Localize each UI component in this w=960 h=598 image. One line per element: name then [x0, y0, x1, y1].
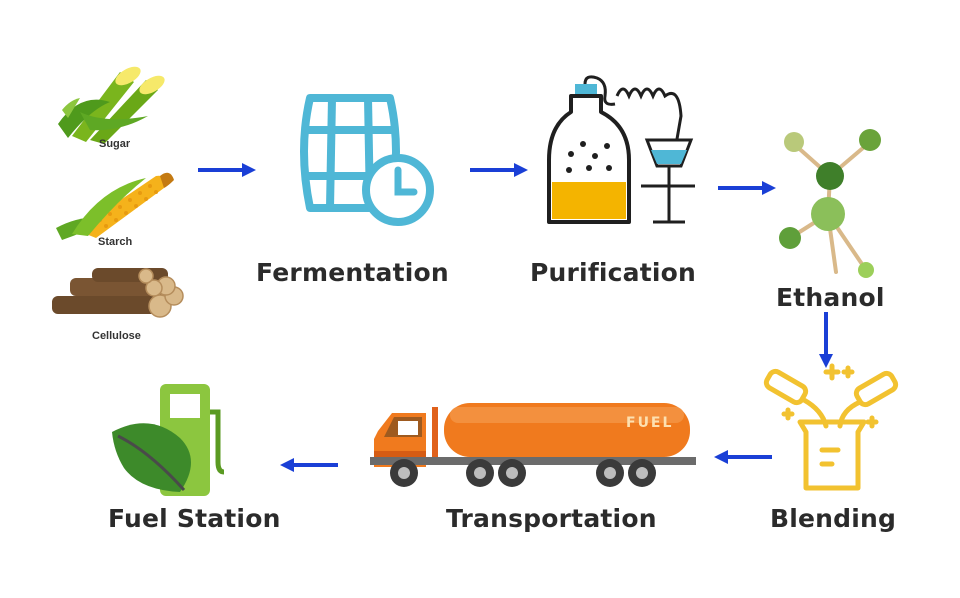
feedstock-label-sugar: Sugar [99, 138, 131, 150]
step-label-blending: Blending [770, 504, 897, 533]
barrel-clock-icon [300, 94, 434, 226]
arrow-right-icon [470, 163, 528, 177]
step-label-ethanol: Ethanol [776, 283, 885, 312]
tank-label: FUEL [626, 415, 674, 431]
arrow-right-icon [198, 163, 256, 177]
step-label-fuel-station: Fuel Station [108, 504, 281, 533]
arrow-down-icon [819, 312, 833, 368]
arrow-left-icon [714, 450, 772, 464]
distillation-flask-icon [547, 75, 695, 224]
feedstock-label-starch: Starch [98, 236, 133, 248]
corn-icon [56, 172, 174, 240]
molecule-icon [779, 129, 881, 278]
beaker-mixing-icon [763, 363, 899, 491]
fuel-tanker-truck-icon: FUEL [370, 395, 700, 495]
sugarcane-icon [58, 66, 165, 144]
step-label-purification: Purification [530, 258, 697, 287]
arrow-right-icon [718, 181, 776, 195]
arrow-left-icon [280, 458, 338, 472]
fuel-pump-leaf-icon [112, 384, 225, 496]
step-label-fermentation: Fermentation [256, 258, 449, 287]
step-label-transportation: Transportation [446, 504, 657, 533]
feedstock-label-cellulose: Cellulose [92, 330, 141, 342]
logs-icon [52, 268, 184, 318]
